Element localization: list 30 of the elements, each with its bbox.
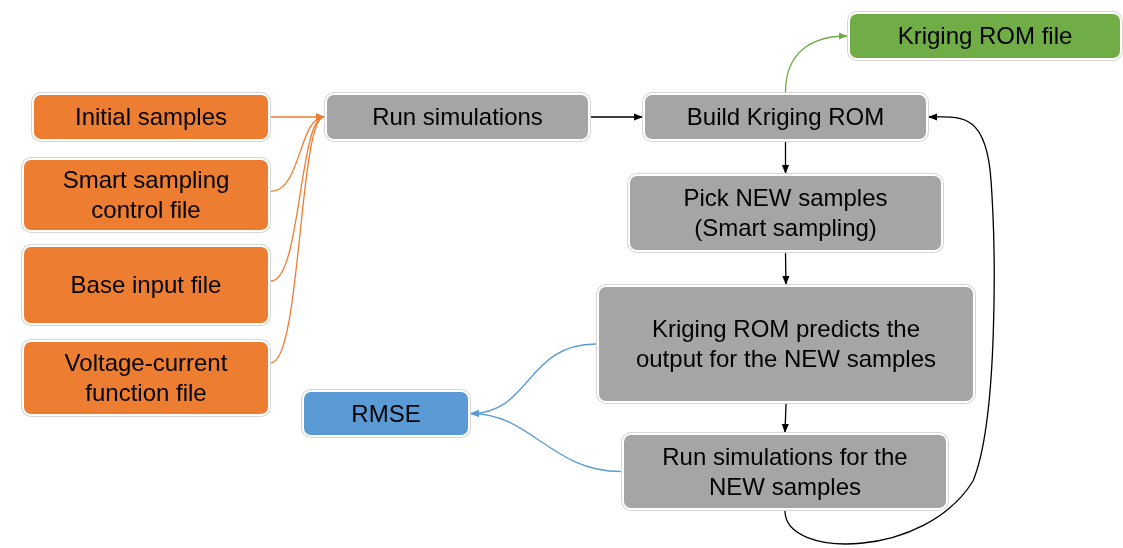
box-label: Run simulations for the NEW samples (661, 441, 909, 502)
box-label: Kriging ROM predicts the output for the NEW samples (634, 314, 938, 374)
arrow (781, 403, 789, 433)
output-box (848, 12, 1122, 60)
box-label: Kriging ROM file (897, 21, 1073, 51)
arrow (784, 113, 995, 545)
box-label: Smart sampling control file (61, 165, 231, 225)
input-box (22, 158, 270, 232)
input-box (32, 93, 270, 141)
box-label: Voltage-current function file (63, 348, 229, 408)
arrow (781, 141, 790, 174)
arrow (470, 410, 622, 473)
process-box (597, 285, 975, 403)
input-box (22, 340, 270, 416)
arrow (782, 252, 790, 285)
input-box (22, 245, 270, 325)
box-label: Initial samples (74, 102, 228, 132)
arrow (784, 32, 848, 93)
process-box (325, 93, 590, 141)
box-label: Build Kriging ROM (686, 102, 885, 132)
box-label: Base input file (70, 270, 222, 300)
metric-box (302, 390, 470, 437)
box-label: RMSE (351, 398, 421, 429)
process-box (622, 433, 948, 510)
box-label: Pick NEW samples (Smart sampling) (682, 183, 889, 243)
arrow (590, 113, 643, 121)
box-label: Run simulations (372, 102, 543, 132)
arrow (270, 116, 325, 364)
process-box (643, 93, 928, 141)
process-box (628, 174, 943, 252)
